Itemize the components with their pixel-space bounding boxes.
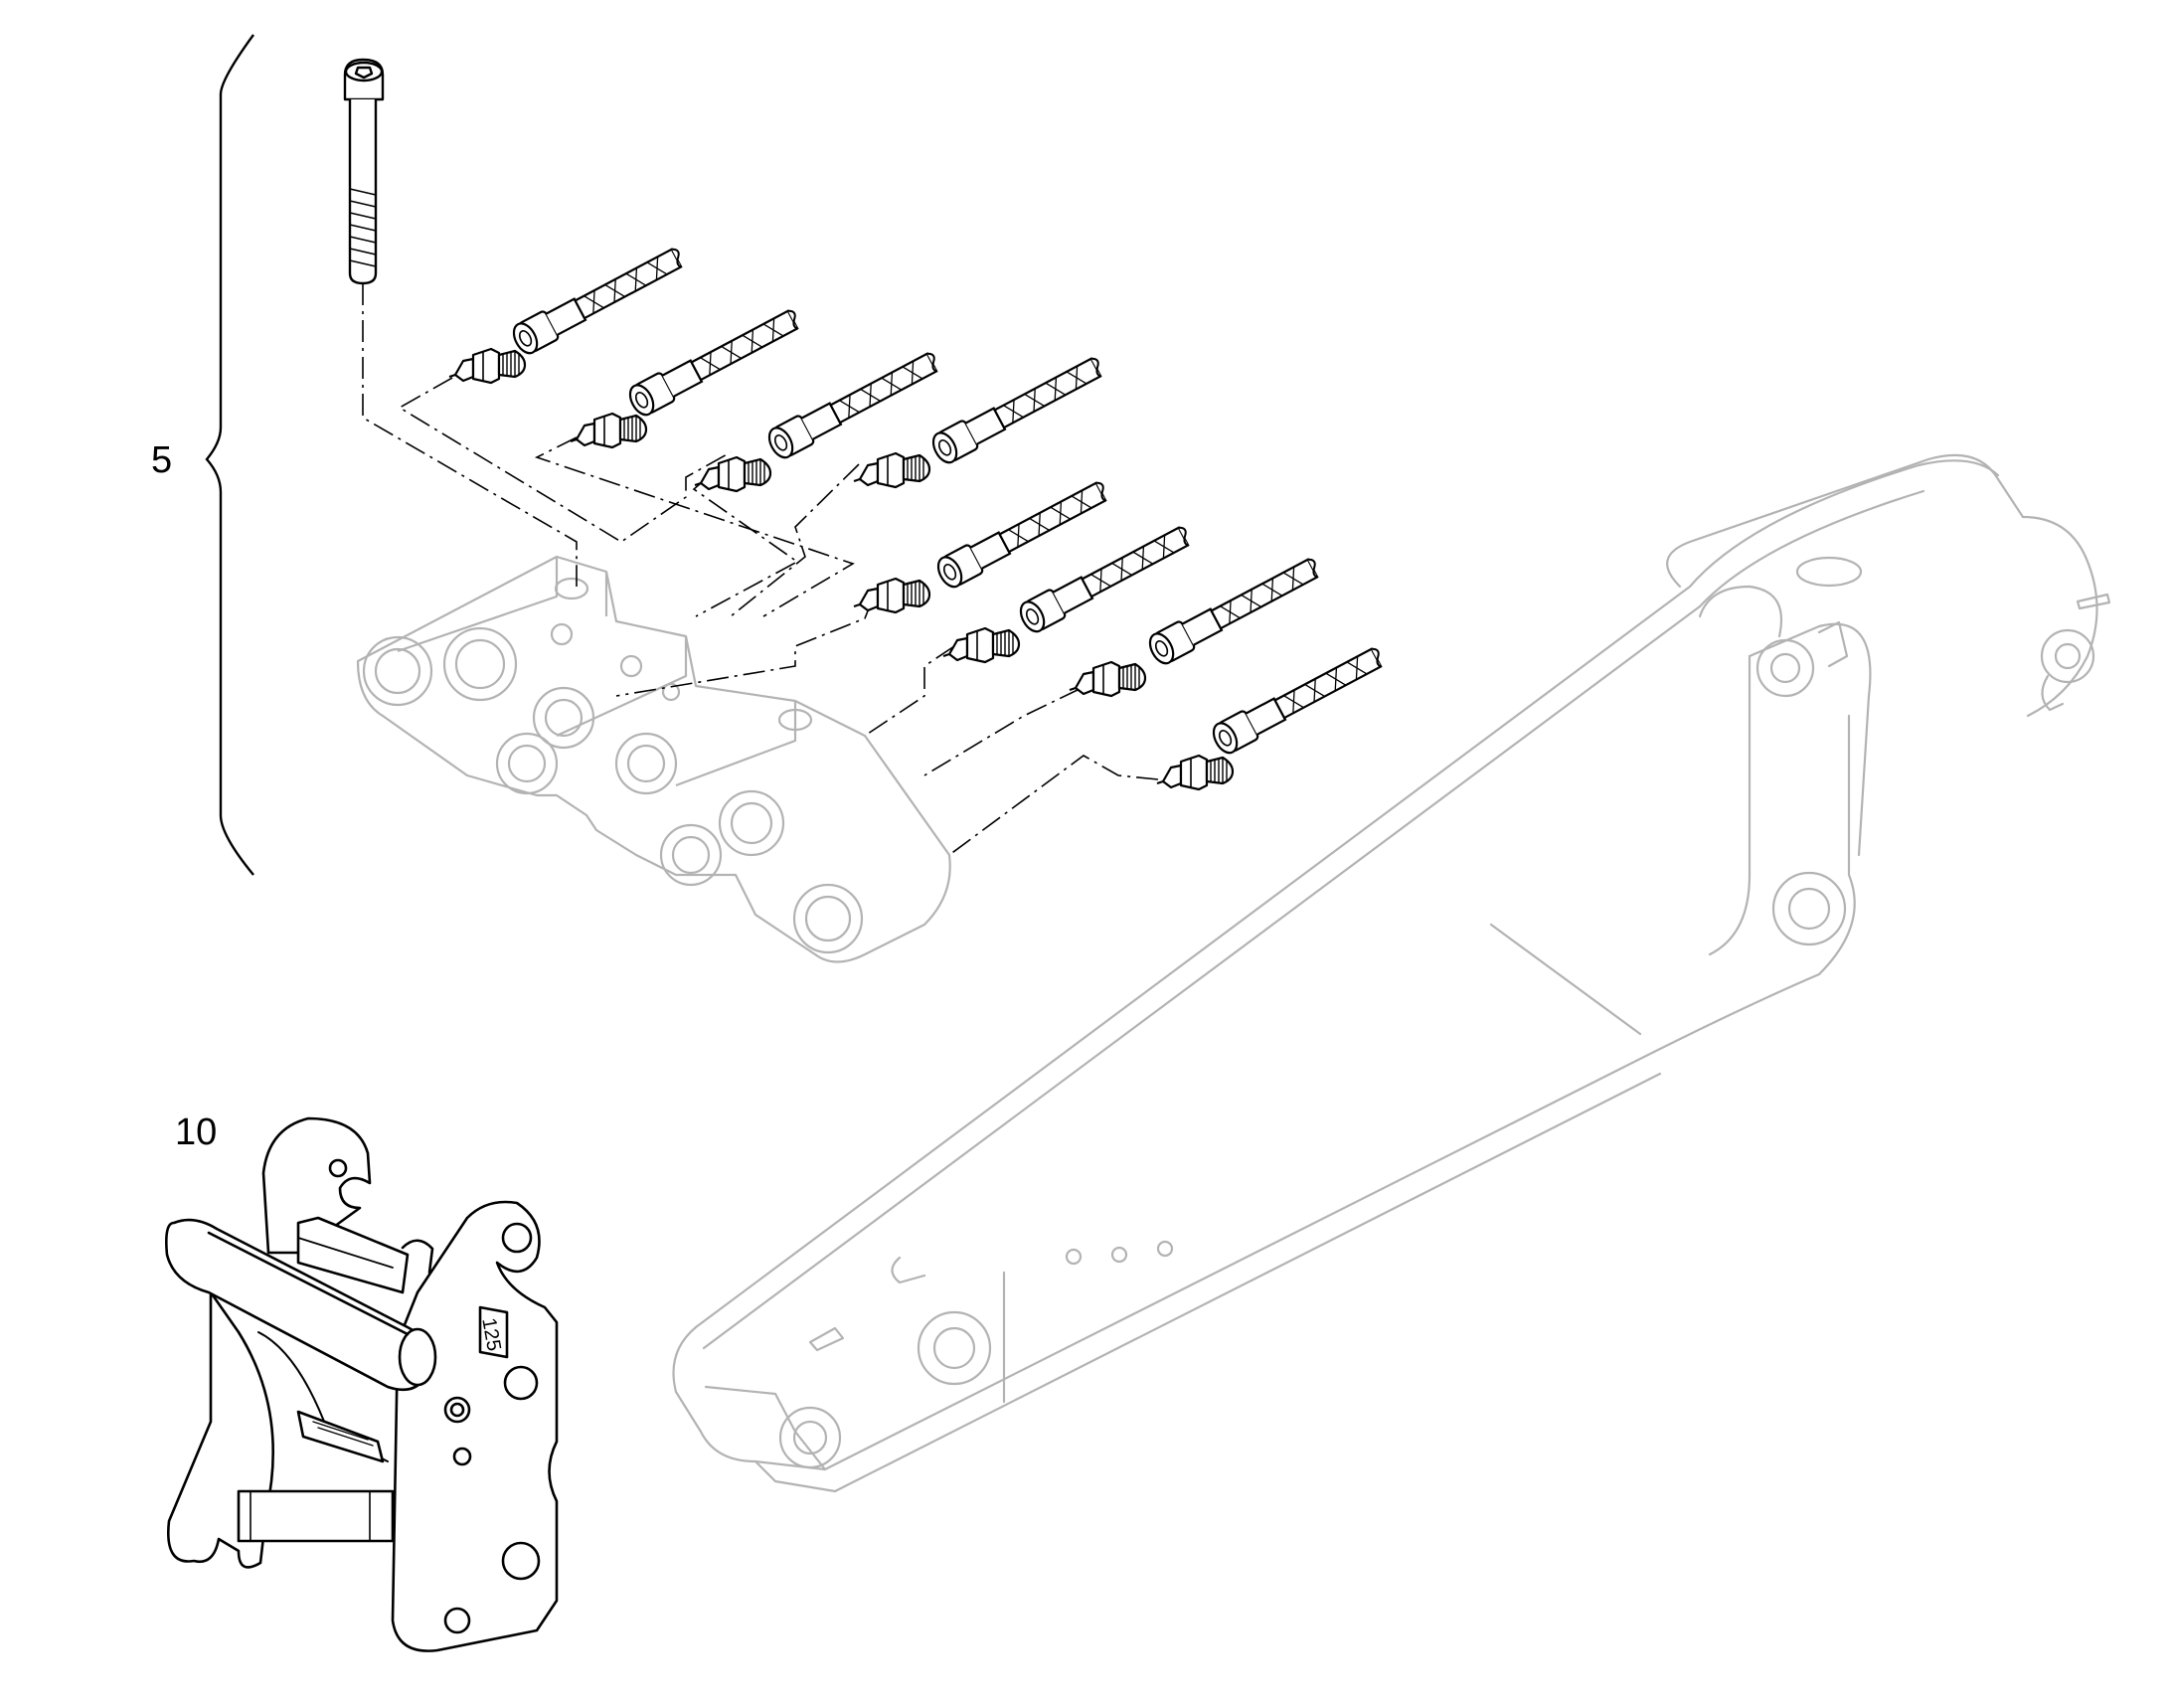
leader-lines (362, 283, 1159, 856)
callout-10: 10 (175, 1111, 218, 1153)
group-bracket (205, 34, 254, 876)
quick-coupler (165, 1116, 559, 1652)
valve-block (356, 555, 951, 963)
callout-5: 5 (151, 439, 173, 481)
cap-screw (343, 58, 385, 285)
excavator-arm (672, 453, 2111, 1493)
hose-assemblies (508, 241, 1390, 759)
